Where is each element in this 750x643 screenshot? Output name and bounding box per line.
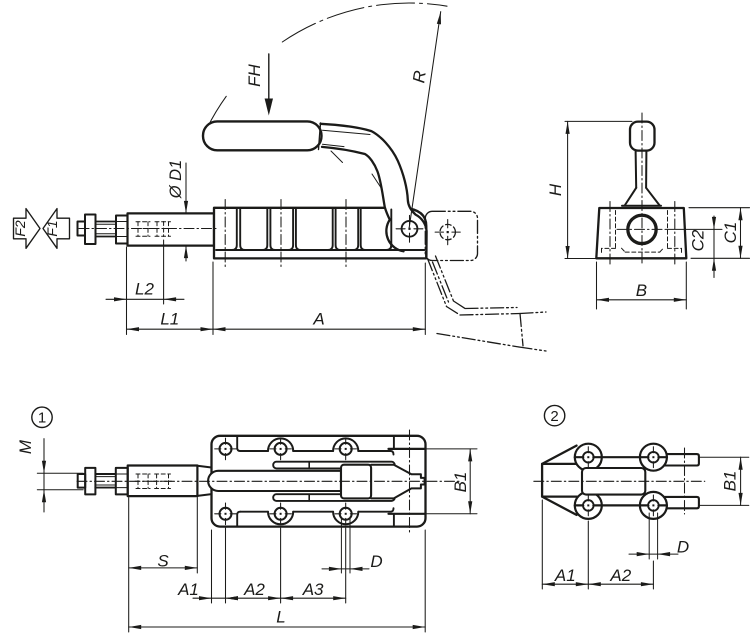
svg-text:1: 1 <box>38 410 46 427</box>
svg-text:A2: A2 <box>609 566 631 585</box>
svg-text:2: 2 <box>550 408 558 425</box>
svg-text:A1: A1 <box>177 580 199 599</box>
svg-text:Ø D1: Ø D1 <box>167 160 185 200</box>
svg-text:D: D <box>677 538 689 557</box>
svg-text:B1: B1 <box>451 472 470 493</box>
svg-text:L: L <box>276 608 285 627</box>
svg-text:A3: A3 <box>302 580 324 599</box>
svg-text:B: B <box>636 281 647 300</box>
svg-text:C1: C1 <box>721 222 740 244</box>
svg-text:S: S <box>157 551 169 570</box>
svg-text:H: H <box>546 183 565 196</box>
svg-text:D: D <box>370 552 382 571</box>
svg-text:A1: A1 <box>554 566 576 585</box>
svg-text:M: M <box>16 439 35 454</box>
svg-text:L1: L1 <box>160 310 179 329</box>
svg-text:C2: C2 <box>689 229 708 251</box>
svg-text:L2: L2 <box>135 280 154 299</box>
svg-text:R: R <box>409 69 430 84</box>
svg-text:A2: A2 <box>243 580 265 599</box>
svg-text:F1: F1 <box>44 220 60 236</box>
svg-text:B1: B1 <box>721 471 740 492</box>
svg-text:F2: F2 <box>12 220 28 237</box>
svg-text:A: A <box>312 310 324 329</box>
svg-text:FH: FH <box>245 63 264 86</box>
